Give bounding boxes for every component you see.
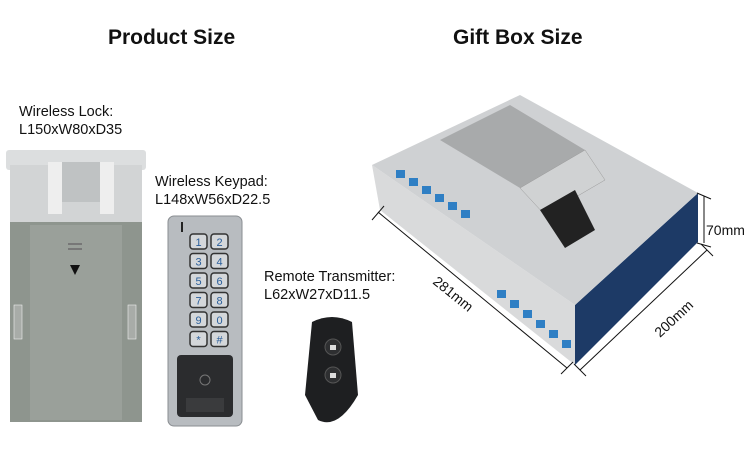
box-feature-icon: [536, 320, 545, 328]
keypad-key: 0: [210, 311, 229, 328]
keypad-key: 6: [210, 272, 229, 289]
keypad-key: #: [210, 330, 229, 348]
box-feature-icon: [497, 290, 506, 298]
wireless-lock-label: Wireless Lock: L150xW80xD35: [19, 103, 122, 139]
keypad-key: 9: [189, 311, 208, 328]
svg-text:5: 5: [195, 276, 201, 288]
svg-text:#: #: [216, 335, 223, 347]
box-height-label: 70mm: [706, 222, 745, 238]
svg-text:6: 6: [216, 276, 222, 288]
product-size: L150xW80xD35: [19, 122, 123, 138]
wireless-lock-image: [6, 150, 146, 422]
box-feature-icon: [396, 170, 405, 178]
keypad-key: 5: [189, 272, 208, 289]
remote-transmitter-image: [305, 317, 358, 423]
dimension-lines: [371, 192, 714, 377]
svg-text:0: 0: [216, 315, 222, 327]
remote-transmitter-label: Remote Transmitter: L62xW27xD11.5: [264, 268, 395, 304]
svg-text:2: 2: [216, 237, 222, 249]
keypad-key: 7: [189, 291, 208, 309]
box-width-label: 200mm: [651, 297, 696, 341]
keypad-key: 8: [210, 291, 229, 309]
svg-text:3: 3: [195, 257, 201, 269]
box-feature-icon: [422, 186, 431, 194]
box-feature-icon: [448, 202, 457, 210]
product-name: Wireless Keypad:: [155, 174, 268, 190]
keypad-key: 4: [210, 252, 229, 270]
wireless-keypad-label: Wireless Keypad: L148xW56xD22.5: [155, 173, 270, 209]
box-feature-icon: [461, 210, 470, 218]
product-size: L148xW56xD22.5: [155, 192, 271, 208]
wireless-keypad-image: 1 2 3 4 5 6 7 8 9 0 * #: [167, 215, 243, 427]
keypad-key: 3: [189, 252, 208, 270]
svg-text:8: 8: [216, 296, 222, 308]
product-name: Wireless Lock:: [19, 104, 114, 120]
product-size: L62xW27xD11.5: [264, 287, 371, 303]
svg-text:9: 9: [195, 315, 201, 327]
box-feature-icon: [409, 178, 418, 186]
product-name: Remote Transmitter:: [264, 269, 396, 285]
svg-text:*: *: [196, 335, 201, 347]
keypad-key: 2: [210, 233, 229, 250]
keypad-key: 1: [189, 233, 208, 250]
box-feature-icon: [523, 310, 532, 318]
svg-text:1: 1: [195, 237, 201, 249]
gift-box-image: [372, 95, 698, 365]
box-feature-icon: [435, 194, 444, 202]
svg-text:7: 7: [195, 296, 201, 308]
svg-text:4: 4: [216, 257, 222, 269]
box-feature-icon: [562, 340, 571, 348]
box-feature-icon: [549, 330, 558, 338]
gift-box-size-heading: Gift Box Size: [453, 26, 583, 49]
keypad-key: *: [189, 330, 208, 348]
box-feature-icon: [510, 300, 519, 308]
product-size-heading: Product Size: [108, 26, 236, 49]
